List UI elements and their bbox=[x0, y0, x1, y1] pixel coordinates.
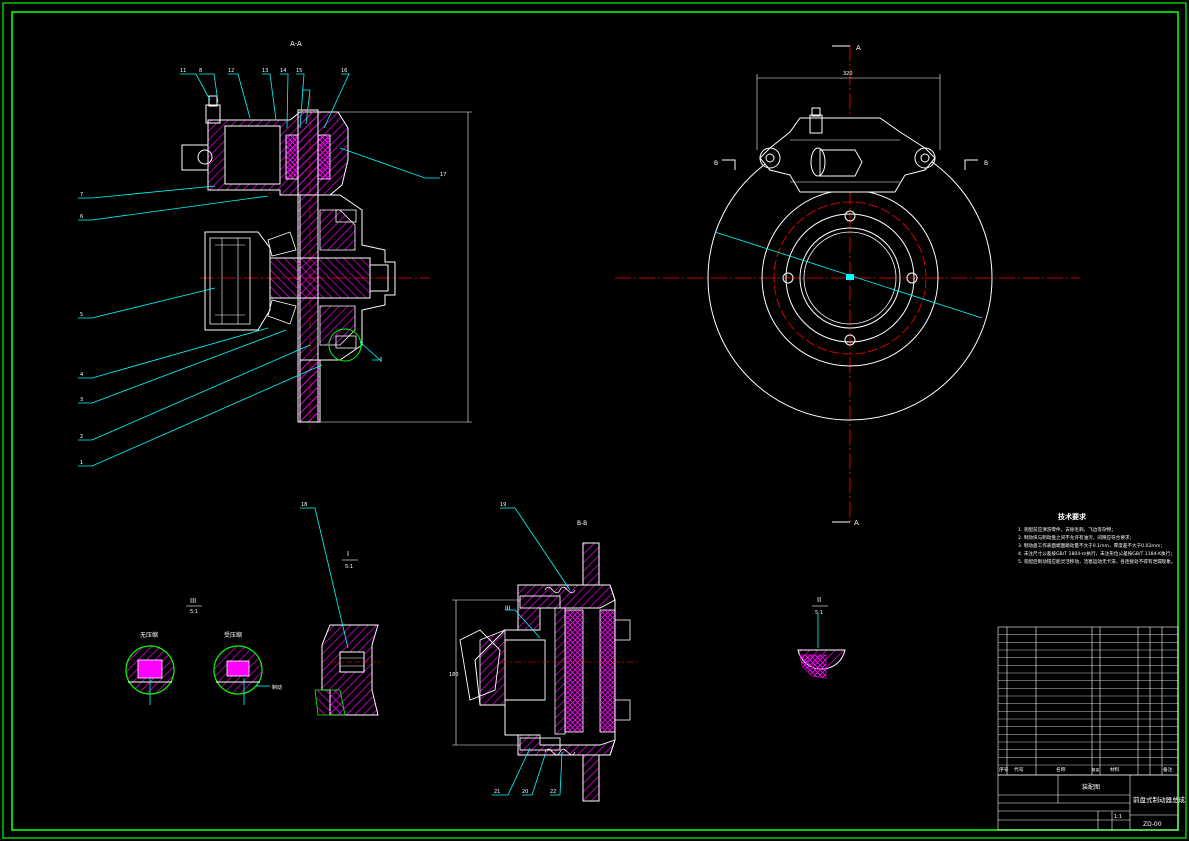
side-view-section-top: A bbox=[856, 44, 861, 52]
tech-req-5: 5. 装配后制动钳应能灵活移动，活塞运动无卡滞，各连接处不得有泄漏现象。 bbox=[1018, 558, 1175, 565]
title-drawing-name: 前盘式制动器总成 bbox=[1133, 795, 1186, 804]
tech-req-3: 3. 制动盘工作表面端面跳动量不大于0.1mm，厚度差不大于0.02mm； bbox=[1018, 542, 1165, 549]
svg-text:11: 11 bbox=[180, 68, 186, 74]
bom-table bbox=[997, 626, 1179, 776]
detail-one-marker: I bbox=[380, 356, 382, 364]
svg-text:12: 12 bbox=[228, 68, 234, 74]
svg-text:1: 1 bbox=[80, 460, 83, 466]
detail-two-scale: 5:1 bbox=[815, 610, 823, 616]
side-view-b-right: B bbox=[984, 160, 988, 167]
detail-three-right-note: 制动 bbox=[272, 684, 282, 691]
title-scale: 1:1 bbox=[1114, 814, 1122, 820]
detail-three-title: III bbox=[190, 597, 196, 605]
detail-three-right-label: 受压缩 bbox=[224, 631, 242, 639]
svg-text:21: 21 bbox=[494, 789, 500, 795]
bom-header-qty: 数量 bbox=[1092, 767, 1100, 772]
svg-text:16: 16 bbox=[341, 68, 347, 74]
svg-text:22: 22 bbox=[550, 789, 556, 795]
svg-text:320: 320 bbox=[843, 71, 853, 77]
side-view-section-bottom: A bbox=[854, 519, 859, 527]
tech-requirements-title: 技术要求 bbox=[1058, 512, 1087, 521]
detail-three-left-label: 无压缩 bbox=[140, 631, 158, 639]
svg-text:15: 15 bbox=[296, 68, 302, 74]
tech-req-2: 2. 制动块与制动盘之间不允许有油污，间隙应符合要求； bbox=[1018, 534, 1134, 541]
title-drawing-number: ZD-00 bbox=[1143, 821, 1162, 828]
svg-text:3: 3 bbox=[80, 397, 83, 403]
detail-two-title: II bbox=[817, 596, 821, 604]
svg-text:6: 6 bbox=[80, 214, 83, 220]
svg-text:18: 18 bbox=[301, 502, 307, 508]
section-bb-view: B-B 180 19 21 20 22 bbox=[449, 502, 640, 802]
bom-header-code: 代号 bbox=[1014, 766, 1024, 773]
title-block bbox=[997, 774, 1179, 831]
bom-row-lines bbox=[998, 634, 1178, 766]
bom-header: 序号 代号 名称 数量 材料 备注 bbox=[999, 766, 1173, 773]
svg-text:14: 14 bbox=[280, 68, 286, 74]
bom-header-note: 备注 bbox=[1163, 766, 1173, 773]
detail-two-view: II 5:1 bbox=[797, 596, 846, 679]
main-section-view: A-A bbox=[78, 40, 472, 467]
svg-text:2: 2 bbox=[80, 434, 83, 440]
svg-text:13: 13 bbox=[262, 68, 268, 74]
bom-header-material: 材料 bbox=[1110, 766, 1120, 773]
svg-text:17: 17 bbox=[440, 172, 446, 178]
svg-text:4: 4 bbox=[80, 372, 83, 378]
side-view-b-left: B bbox=[714, 160, 718, 167]
detail-one-view: I 5:1 18 bbox=[300, 502, 380, 716]
svg-text:19: 19 bbox=[500, 502, 506, 508]
bom-header-no: 序号 bbox=[999, 766, 1009, 773]
detail-three-scale: 5:1 bbox=[190, 609, 198, 615]
section-bb-detail-marker: III bbox=[505, 605, 511, 612]
detail-three-view: III 5:1 无压缩 受压缩 制动 bbox=[125, 597, 282, 705]
bom-header-name: 名称 bbox=[1056, 766, 1066, 773]
svg-text:7: 7 bbox=[80, 192, 83, 198]
svg-text:5: 5 bbox=[80, 312, 83, 318]
svg-text:180: 180 bbox=[449, 672, 459, 678]
section-bb-title: B-B bbox=[577, 520, 587, 527]
svg-text:8: 8 bbox=[199, 68, 202, 74]
detail-one-scale: 5:1 bbox=[345, 564, 353, 570]
side-view: 320 A A B B bbox=[615, 44, 1080, 527]
tech-requirements: 技术要求 1. 装配前应清洗零件，去除毛刺、飞边等杂物； 2. 制动块与制动盘之… bbox=[1018, 512, 1175, 565]
title-material-cell: 装配图 bbox=[1082, 783, 1100, 791]
detail-one-title: I bbox=[347, 550, 349, 558]
svg-text:20: 20 bbox=[522, 789, 528, 795]
main-section-label: A-A bbox=[290, 40, 302, 48]
tech-req-4: 4. 未注尺寸公差按GB/T 1804-m执行，未注形位公差按GB/T 1184… bbox=[1018, 550, 1175, 557]
tech-req-1: 1. 装配前应清洗零件，去除毛刺、飞边等杂物； bbox=[1018, 526, 1116, 533]
